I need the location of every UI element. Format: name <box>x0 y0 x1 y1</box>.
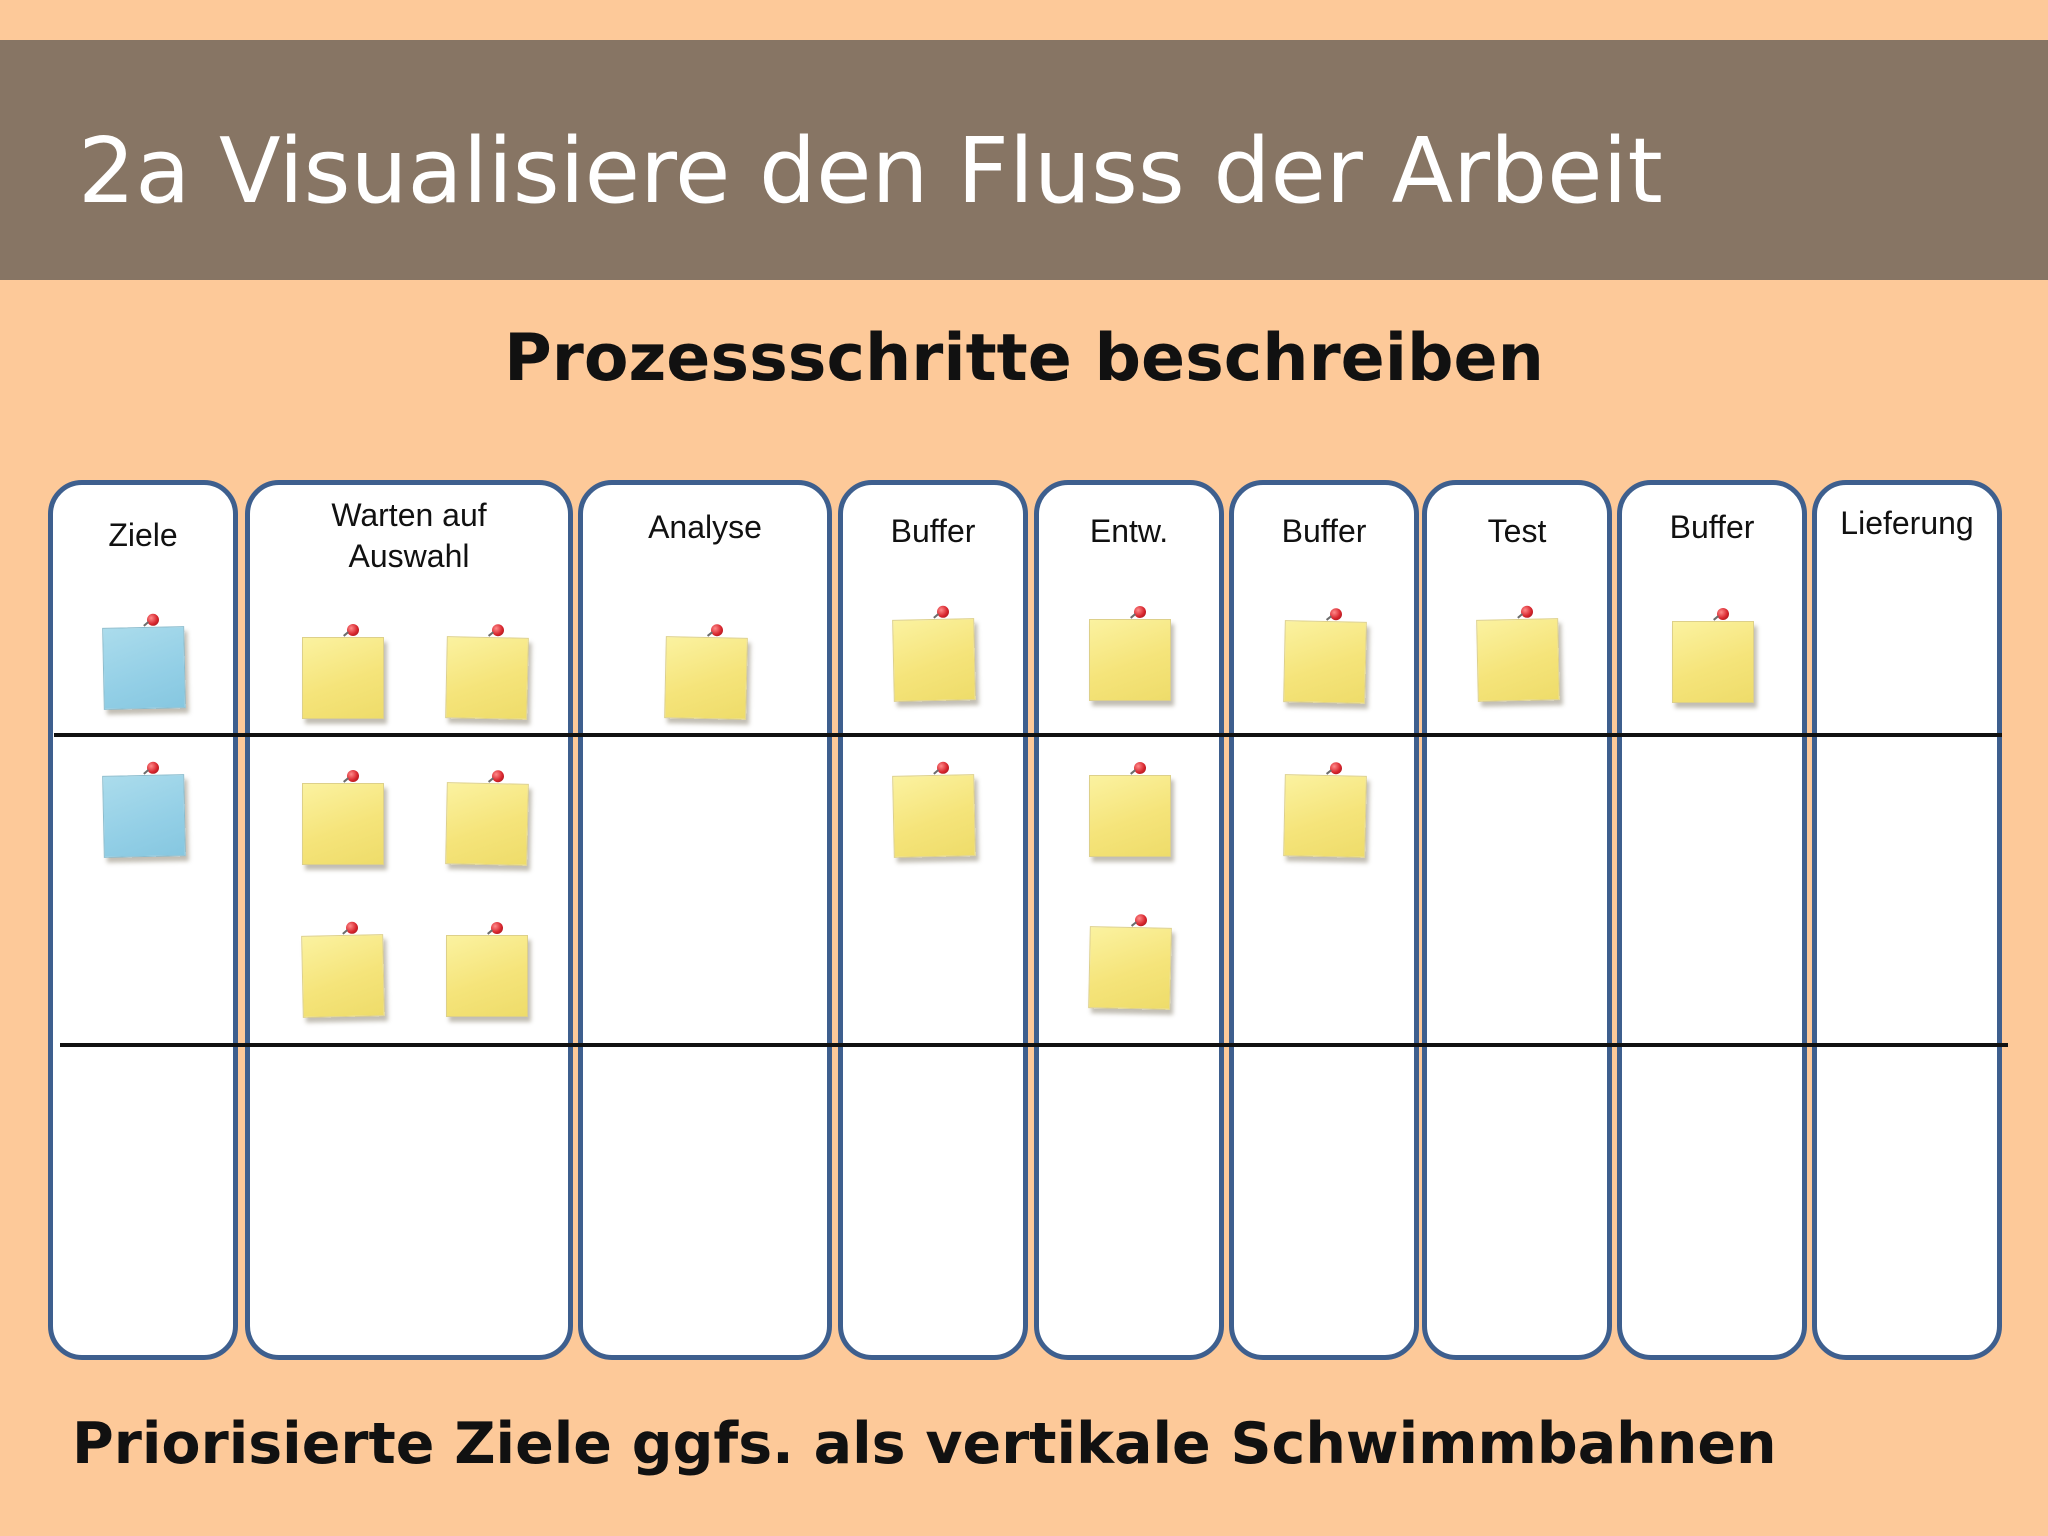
sticky-note[interactable] <box>1283 608 1367 704</box>
sticky-note[interactable] <box>445 770 529 866</box>
sticky-note[interactable] <box>664 624 748 720</box>
swimlane-divider-1 <box>54 733 2002 737</box>
pin-icon <box>347 770 359 782</box>
column-4: Buffer <box>838 480 1028 1360</box>
pin-icon <box>1520 605 1534 618</box>
sticky-note[interactable] <box>446 922 528 1017</box>
sticky-note[interactable] <box>102 761 186 858</box>
pin-icon <box>347 624 359 636</box>
pin-icon <box>146 613 160 626</box>
title-bar <box>0 40 2048 280</box>
sticky-note[interactable] <box>302 624 384 719</box>
pin-icon <box>1134 914 1148 927</box>
column-label: Analyse <box>648 509 762 545</box>
sticky-note[interactable] <box>892 605 976 702</box>
pin-icon <box>936 605 950 618</box>
pin-icon <box>710 624 724 637</box>
column-label: Buffer <box>1281 513 1367 549</box>
sticky-note[interactable] <box>1089 606 1171 701</box>
column-label: Test <box>1487 513 1547 549</box>
column-label: Warten auf Auswahl <box>331 497 487 574</box>
sticky-note[interactable] <box>302 770 384 865</box>
column-9: Lieferung <box>1812 480 2002 1360</box>
sticky-note[interactable] <box>1672 608 1754 703</box>
sticky-note[interactable] <box>301 921 385 1018</box>
sticky-note[interactable] <box>1283 762 1367 858</box>
pin-icon <box>1134 606 1146 618</box>
swimlane-divider-2 <box>60 1043 2008 1047</box>
pin-icon <box>1329 608 1343 621</box>
pin-icon <box>1134 762 1146 774</box>
column-8: Buffer <box>1617 480 1807 1360</box>
footer-note: Priorisierte Ziele ggfs. als vertikale S… <box>72 1411 1777 1477</box>
sticky-note[interactable] <box>445 624 529 720</box>
sticky-note[interactable] <box>1088 914 1172 1010</box>
column-3: Analyse <box>578 480 832 1360</box>
sticky-note[interactable] <box>1089 762 1171 857</box>
column-5: Entw. <box>1034 480 1224 1360</box>
column-label: Entw. <box>1089 513 1169 549</box>
column-6: Buffer <box>1229 480 1419 1360</box>
pin-icon <box>491 624 505 637</box>
sticky-note[interactable] <box>892 761 976 858</box>
column-label: Ziele <box>108 517 178 553</box>
pin-icon <box>491 922 503 934</box>
column-1: Ziele <box>48 480 238 1360</box>
column-2: Warten auf Auswahl <box>245 480 573 1360</box>
slide-title: 2a Visualisiere den Fluss der Arbeit <box>78 119 1663 224</box>
sticky-note[interactable] <box>102 613 186 710</box>
pin-icon <box>936 761 950 774</box>
subtitle: Prozessschritte beschreiben <box>504 321 1544 396</box>
column-label: Buffer <box>1669 509 1755 545</box>
pin-icon <box>1329 762 1343 775</box>
column-label: Buffer <box>890 513 976 549</box>
pin-icon <box>345 921 359 934</box>
pin-icon <box>146 761 160 774</box>
column-7: Test <box>1422 480 1612 1360</box>
pin-icon <box>1717 608 1729 620</box>
pin-icon <box>491 770 505 783</box>
column-label: Lieferung <box>1840 505 1974 541</box>
sticky-note[interactable] <box>1476 605 1560 702</box>
